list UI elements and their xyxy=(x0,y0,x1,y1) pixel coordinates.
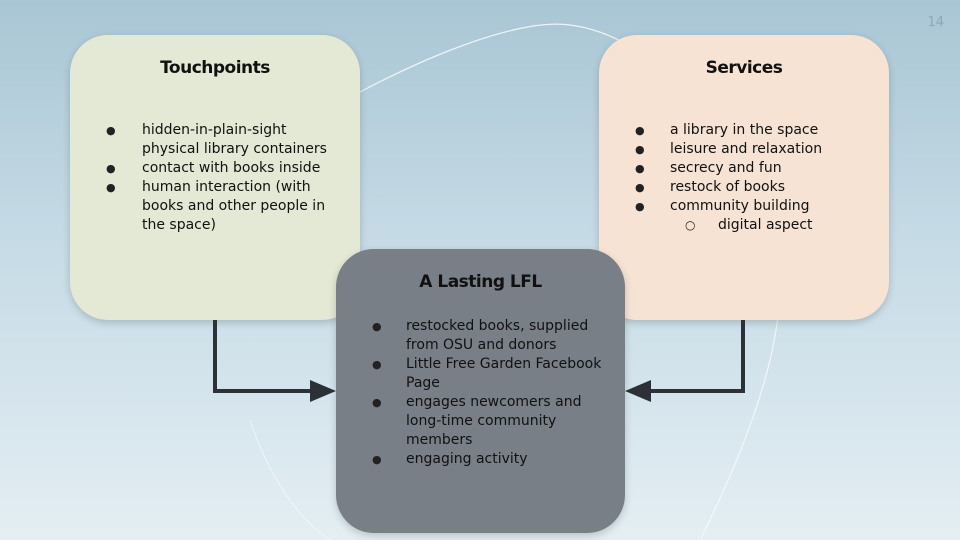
list-item: leisure and relaxation xyxy=(635,140,880,159)
list-item: secrecy and fun xyxy=(635,159,880,178)
lasting-lfl-title: A Lasting LFL xyxy=(419,272,542,292)
list-item: Little Free Garden Facebook Page xyxy=(372,355,612,393)
list-item: contact with books inside xyxy=(106,159,346,178)
list-item: restocked books, supplied from OSU and d… xyxy=(372,317,612,355)
list-item: community building xyxy=(635,197,880,216)
list-item: restock of books xyxy=(635,178,880,197)
services-list: a library in the space leisure and relax… xyxy=(635,121,880,235)
sub-list-item: digital aspect xyxy=(635,216,880,235)
lasting-lfl-box: A Lasting LFL restocked books, supplied … xyxy=(336,249,625,533)
services-title: Services xyxy=(705,58,783,78)
list-item: hidden-in-plain-sight physical library c… xyxy=(106,121,346,159)
lasting-lfl-list: restocked books, supplied from OSU and d… xyxy=(372,317,612,469)
services-box: Services a library in the space leisure … xyxy=(599,35,889,320)
list-item: engages newcomers and long-time communit… xyxy=(372,393,612,450)
list-item: human interaction (with books and other … xyxy=(106,178,346,235)
list-item: a library in the space xyxy=(635,121,880,140)
touchpoints-box: Touchpoints hidden-in-plain-sight physic… xyxy=(70,35,360,320)
page-number: 14 xyxy=(927,15,944,30)
touchpoints-list: hidden-in-plain-sight physical library c… xyxy=(106,121,346,235)
list-item: engaging activity xyxy=(372,450,612,469)
touchpoints-title: Touchpoints xyxy=(160,58,270,78)
